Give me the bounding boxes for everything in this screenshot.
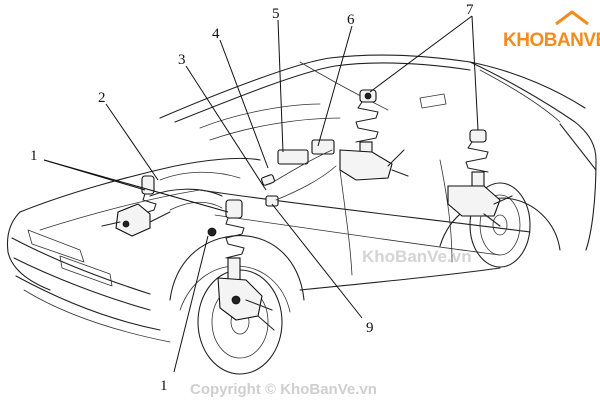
house-roof-icon	[555, 10, 589, 26]
car-body-outline	[6, 54, 597, 343]
rear-left-strut	[339, 89, 409, 181]
callout-1-bottom: 1	[160, 378, 168, 394]
callout-5: 5	[272, 6, 280, 22]
callout-1-top: 1	[30, 148, 38, 164]
centre-components	[261, 139, 337, 207]
front-right-strut	[207, 199, 275, 331]
callout-4: 4	[212, 26, 220, 42]
callout-3: 3	[178, 52, 186, 68]
callout-7: 7	[466, 2, 474, 18]
copyright-text: Copyright © KhoBanVe.vn	[190, 381, 377, 398]
callout-labels: 1 1 2 3 4 5 6 7 9	[30, 2, 474, 394]
front-left-strut	[101, 175, 171, 237]
callout-2: 2	[98, 90, 106, 106]
callout-9: 9	[366, 320, 374, 336]
front-subframe	[149, 171, 241, 211]
khobanve-logo: KHOBANVE	[503, 10, 600, 51]
callout-6: 6	[347, 12, 355, 28]
logo-text: KHOBANVE	[503, 30, 600, 51]
rear-wheel	[469, 182, 531, 268]
watermark-text: KhoBanVe.vn	[362, 247, 472, 266]
leader-lines	[43, 15, 479, 373]
rear-right-strut	[447, 129, 513, 227]
